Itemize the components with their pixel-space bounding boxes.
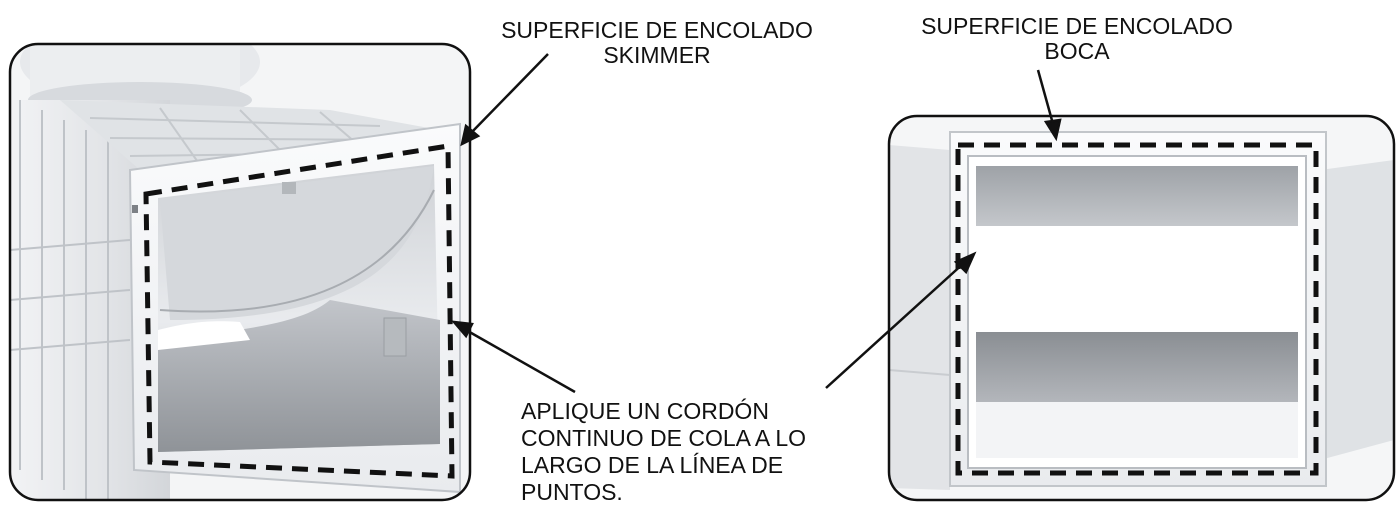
glue-instruction: APLIQUE UN CORDÓN CONTINUO DE COLA A LO …	[521, 398, 806, 506]
skimmer-panel-frame	[8, 42, 472, 502]
boca-glue-line	[955, 142, 1319, 476]
boca-surface-label: SUPERFICIE DE ENCOLADO BOCA	[892, 14, 1262, 64]
boca-label-line1: SUPERFICIE DE ENCOLADO	[921, 13, 1233, 39]
instruction-line-1: APLIQUE UN CORDÓN	[521, 398, 769, 424]
boca-illustration	[889, 116, 1394, 500]
skimmer-glue-line	[143, 143, 455, 479]
instruction-line-4: PUNTOS.	[521, 479, 623, 505]
leader-arrows	[450, 53, 1062, 394]
boca-panel-frame	[887, 114, 1396, 502]
boca-label-line2: BOCA	[1044, 38, 1110, 64]
skimmer-surface-label: SUPERFICIE DE ENCOLADO SKIMMER	[472, 18, 842, 68]
skimmer-illustration	[10, 44, 470, 500]
skimmer-label-line1: SUPERFICIE DE ENCOLADO	[501, 17, 813, 43]
skimmer-label-line2: SKIMMER	[603, 42, 711, 68]
instruction-line-3: LARGO DE LA LÍNEA DE	[521, 452, 784, 478]
instruction-line-2: CONTINUO DE COLA A LO	[521, 425, 807, 451]
